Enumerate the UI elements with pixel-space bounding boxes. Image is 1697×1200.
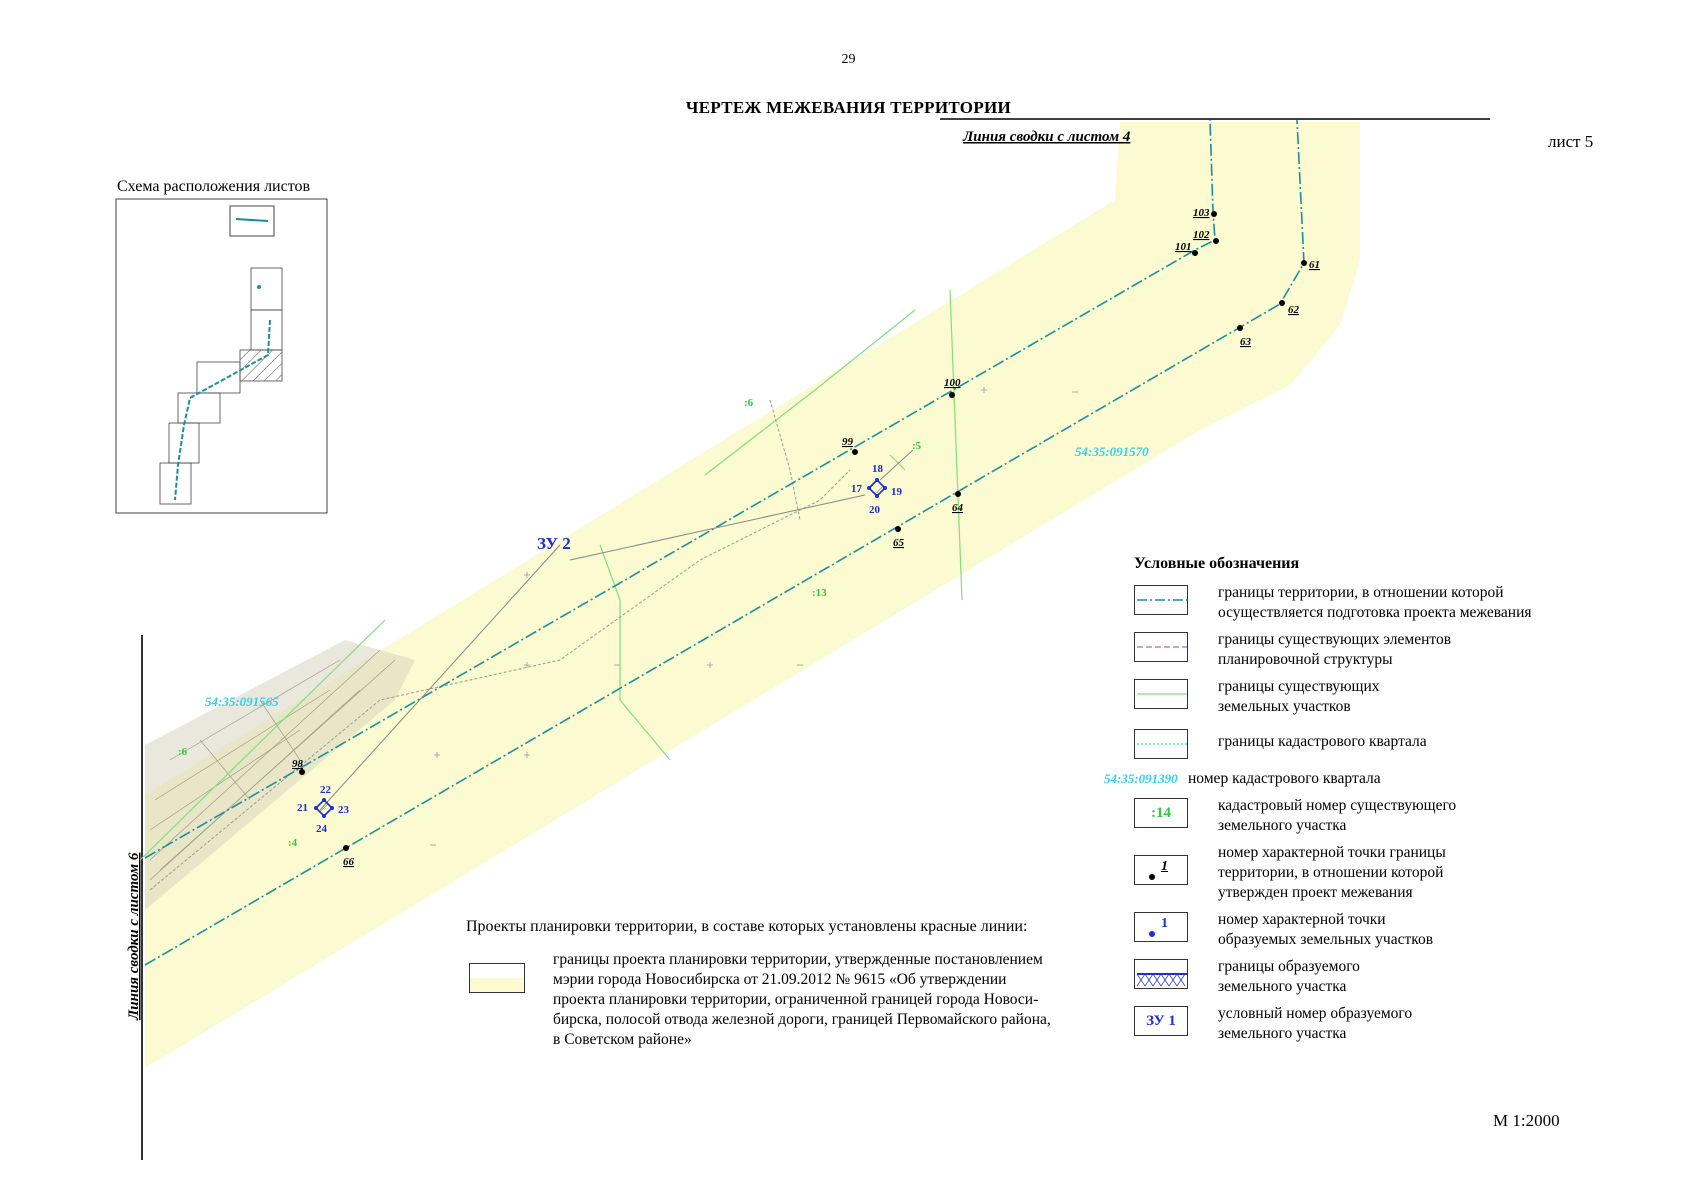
cadastral-quarter-label: 54:35:091565: [205, 694, 279, 709]
existing-structure-line: [149, 469, 851, 891]
parcel-code: :13: [812, 587, 827, 599]
svg-text:101: 101: [1175, 241, 1192, 253]
svg-text:17: 17: [851, 483, 863, 495]
parcel-code: :5: [912, 440, 922, 452]
svg-text:102: 102: [1193, 229, 1210, 241]
cyan-dotted-line-symbol: [1134, 729, 1188, 759]
svg-text:98: 98: [292, 758, 304, 770]
existing-structure-line-2: [769, 399, 801, 521]
legend-item: границы существующих земельных участков: [1134, 677, 1654, 717]
green-line-symbol: [1134, 679, 1188, 709]
svg-text:65: 65: [893, 537, 905, 549]
boundary-point-labels: 103 102 101 61 62 63 100 99 64 65 98 66: [292, 207, 1320, 868]
sheet-layout-schema: [115, 198, 328, 514]
page-title: ЧЕРТЕЖ МЕЖЕВАНИЯ ТЕРРИТОРИИ: [685, 98, 1012, 117]
schema-title: Схема расположения листов: [117, 178, 311, 195]
legend-item: :14 кадастровый номер существующего земе…: [1134, 796, 1654, 836]
svg-text:19: 19: [891, 486, 903, 498]
legend-item: границы территории, в отношении которой …: [1134, 583, 1654, 623]
cadastral-quarter-label: 54:35:091570: [1075, 444, 1149, 459]
legend-item: 1 номер характерной точки границы террит…: [1134, 843, 1654, 903]
plot-leaders: [319, 449, 914, 811]
scale-label: М 1:2000: [1493, 1111, 1560, 1130]
formed-plot-point-labels: 18 17 19 20 22 21 23 24: [297, 463, 903, 835]
projects-description: границы проекта планировки территории, у…: [553, 951, 1051, 1048]
parcel-code: :6: [178, 746, 188, 758]
parcel-code: :6: [744, 397, 754, 409]
parcel-code: :4: [288, 837, 298, 849]
svg-text:100: 100: [944, 377, 961, 389]
svg-text:103: 103: [1193, 207, 1210, 219]
legend-item: границы существующих элементов планирово…: [1134, 630, 1654, 670]
svg-text:62: 62: [1288, 304, 1300, 316]
cadastral-number-sample: 54:35:091390: [1104, 771, 1178, 786]
legend-title: Условные обозначения: [1134, 555, 1300, 572]
svg-text:18: 18: [872, 463, 884, 475]
sheet-label: лист 5: [1548, 132, 1594, 151]
formed-plot-markers: [314, 478, 887, 818]
parcel-boundaries: [139, 289, 963, 861]
legend-item: 54:35:091390 номер кадастрового квартала: [1104, 770, 1381, 787]
legend-item: ЗУ 1 условный номер образуемого земельно…: [1134, 1004, 1654, 1044]
planning-area-symbol: [469, 963, 525, 993]
legend-item: 1 номер характерной точки образуемых зем…: [1134, 910, 1654, 950]
svg-text:23: 23: [338, 804, 350, 816]
svg-text:64: 64: [952, 502, 964, 514]
blue-point-symbol: 1: [1134, 912, 1188, 942]
planning-area: [145, 122, 1360, 1068]
survey-crosses: [430, 387, 1078, 846]
svg-text:21: 21: [297, 802, 308, 814]
svg-text:61: 61: [1309, 259, 1320, 271]
boundary-points: [299, 211, 1307, 851]
svg-text:99: 99: [842, 436, 854, 448]
black-dot-icon: [1149, 874, 1155, 880]
page-number: 29: [841, 52, 856, 67]
projects-title: Проекты планировки территории, в составе…: [466, 918, 1028, 935]
legend-item: границы образуемого земельного участка: [1134, 957, 1654, 997]
plot-label: ЗУ 2: [537, 534, 571, 553]
svg-text:63: 63: [1240, 336, 1252, 348]
join-line-top-label: Линия сводки с листом 4: [962, 129, 1131, 145]
hatched-plot-symbol: [1134, 959, 1188, 989]
teal-dash-dot-line-symbol: [1134, 585, 1188, 615]
topo-texture: [145, 640, 415, 910]
parcel-code-symbol: :14: [1134, 798, 1188, 828]
topo-lines: [149, 649, 396, 881]
join-line-left-label: Линия сводки с листом 6: [126, 852, 142, 1021]
legend-item: границы кадастрового квартала: [1134, 727, 1654, 759]
legend: Условные обозначения границы территории,…: [1104, 555, 1654, 1051]
purple-dashed-line-symbol: [1134, 632, 1188, 662]
black-point-symbol: 1: [1134, 855, 1188, 885]
svg-text:22: 22: [320, 784, 332, 796]
blue-dot-icon: [1149, 931, 1155, 937]
svg-text:66: 66: [343, 856, 355, 868]
svg-text:20: 20: [869, 504, 881, 516]
plot-number-symbol: ЗУ 1: [1134, 1006, 1188, 1036]
svg-text:24: 24: [316, 823, 328, 835]
